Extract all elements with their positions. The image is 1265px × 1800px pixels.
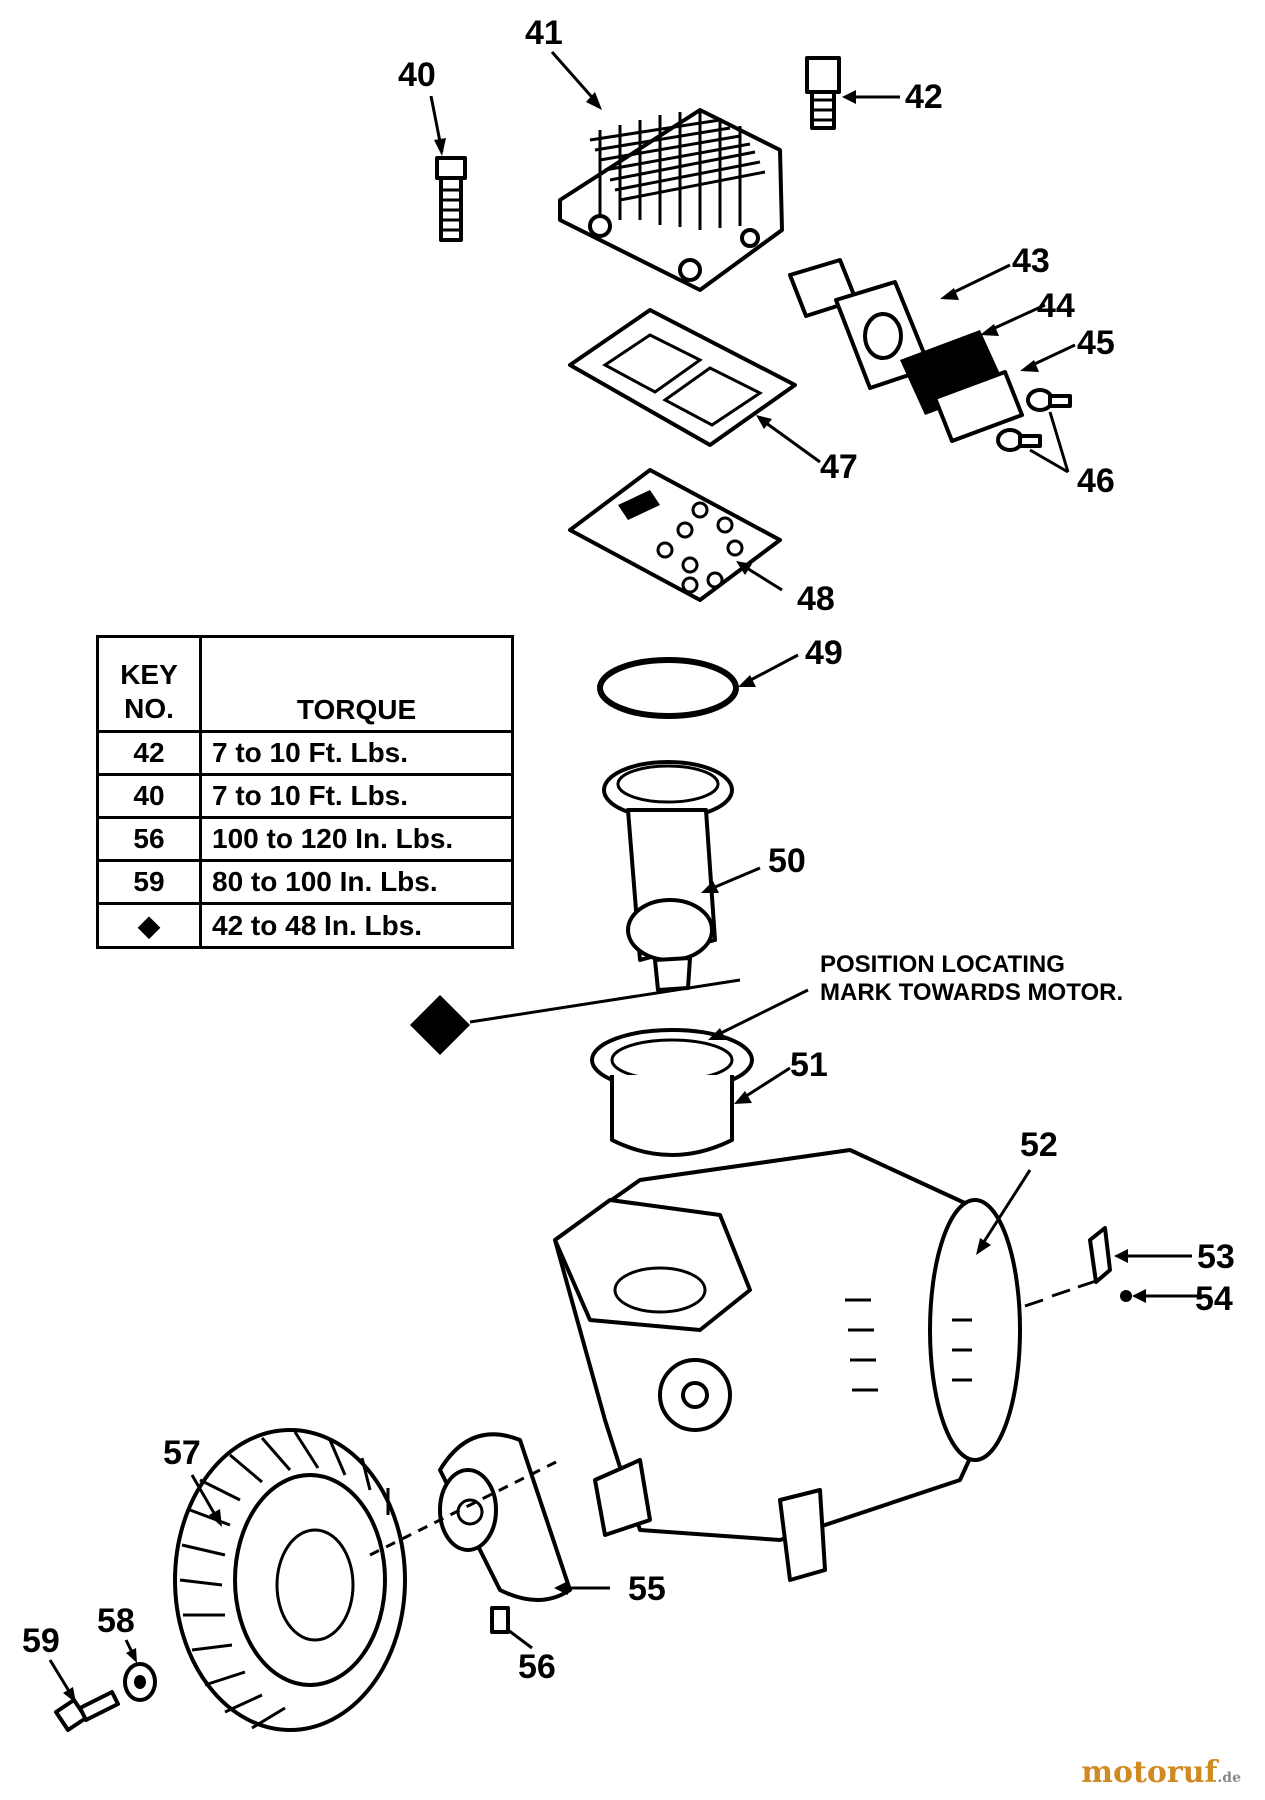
table-row: ◆ 42 to 48 In. Lbs. [96, 902, 514, 949]
watermark-suffix: .de [1217, 1770, 1241, 1786]
table-row: 42 7 to 10 Ft. Lbs. [96, 730, 514, 776]
callout-46: 46 [1077, 462, 1115, 500]
torque-table-header: KEY NO. TORQUE [96, 635, 514, 733]
callout-45: 45 [1077, 324, 1115, 362]
part-51-cylinder-sleeve [590, 1028, 754, 1157]
row-torque: 7 to 10 Ft. Lbs. [199, 730, 514, 776]
row-key: 42 [96, 730, 202, 776]
part-55-eccentric [438, 1432, 572, 1602]
watermark-logo: motoruf.de [1081, 1755, 1241, 1790]
part-47-gasket [568, 308, 797, 447]
part-56-set-screw [490, 1606, 510, 1634]
callout-50: 50 [768, 842, 806, 880]
part-41-cylinder-head [558, 108, 784, 292]
leader-47 [761, 418, 821, 464]
leader-41 [550, 51, 600, 105]
table-row: 56 100 to 120 In. Lbs. [96, 816, 514, 862]
callout-47: 47 [820, 448, 858, 486]
row-key: 59 [96, 859, 202, 905]
part-40-bolt [435, 156, 467, 242]
callout-57: 57 [163, 1434, 201, 1472]
row-torque: 80 to 100 In. Lbs. [199, 859, 514, 905]
header-key-line-2: NO. [124, 693, 174, 724]
header-key-no: KEY NO. [96, 635, 202, 733]
row-key-diamond: ◆ [96, 902, 202, 949]
part-48-valve-plate [568, 468, 782, 602]
row-torque: 42 to 48 In. Lbs. [199, 902, 514, 949]
part-50-connecting-rod [602, 760, 734, 992]
note-line-1: POSITION LOCATING [820, 951, 1065, 978]
callout-59: 59 [22, 1622, 60, 1660]
leader-note [714, 988, 809, 1038]
note-line-2: MARK TOWARDS MOTOR. [820, 979, 1123, 1006]
row-torque: 100 to 120 In. Lbs. [199, 816, 514, 862]
torque-table: KEY NO. TORQUE 42 7 to 10 Ft. Lbs. 40 7 … [96, 635, 514, 949]
part-59-bolt [54, 1690, 120, 1732]
callout-51: 51 [790, 1046, 828, 1084]
part-42-bolt [805, 56, 841, 130]
part-53-clip [1088, 1226, 1112, 1284]
leader-43 [945, 263, 1011, 298]
callout-41: 41 [525, 14, 563, 52]
header-key-line-1: KEY [120, 659, 178, 690]
table-row: 59 80 to 100 In. Lbs. [96, 859, 514, 905]
callout-40: 40 [398, 56, 436, 94]
part-58-washer [123, 1662, 157, 1702]
callout-43: 43 [1012, 242, 1050, 280]
row-key: 56 [96, 816, 202, 862]
callout-52: 52 [1020, 1126, 1058, 1164]
callout-42: 42 [905, 78, 943, 116]
part-54-screw [1024, 1279, 1132, 1308]
leader-diamond [469, 978, 741, 1024]
callout-49: 49 [805, 634, 843, 672]
part-45-filter-cover [933, 370, 1024, 443]
callout-55: 55 [628, 1570, 666, 1608]
header-torque: TORQUE [199, 635, 514, 733]
diamond-marker [410, 995, 470, 1055]
table-row: 40 7 to 10 Ft. Lbs. [96, 773, 514, 819]
part-52-motor-crankcase [553, 1148, 1022, 1582]
leader-49 [744, 653, 799, 685]
part-46-screws [996, 388, 1072, 452]
leader-52 [978, 1169, 1032, 1249]
watermark-text: motoruf [1081, 1755, 1218, 1790]
part-57-fan [173, 1428, 407, 1732]
callout-58: 58 [97, 1602, 135, 1640]
row-key: 40 [96, 773, 202, 819]
callout-44: 44 [1037, 287, 1075, 325]
leader-51 [739, 1066, 791, 1102]
row-torque: 7 to 10 Ft. Lbs. [199, 773, 514, 819]
callout-53: 53 [1197, 1238, 1235, 1276]
callout-56: 56 [518, 1648, 556, 1686]
leader-44 [985, 303, 1046, 334]
leader-46 [1029, 411, 1070, 474]
part-49-o-ring [597, 657, 739, 719]
callout-48: 48 [797, 580, 835, 618]
callout-54: 54 [1195, 1280, 1233, 1318]
leader-56 [507, 1628, 533, 1650]
leader-50 [707, 866, 761, 892]
